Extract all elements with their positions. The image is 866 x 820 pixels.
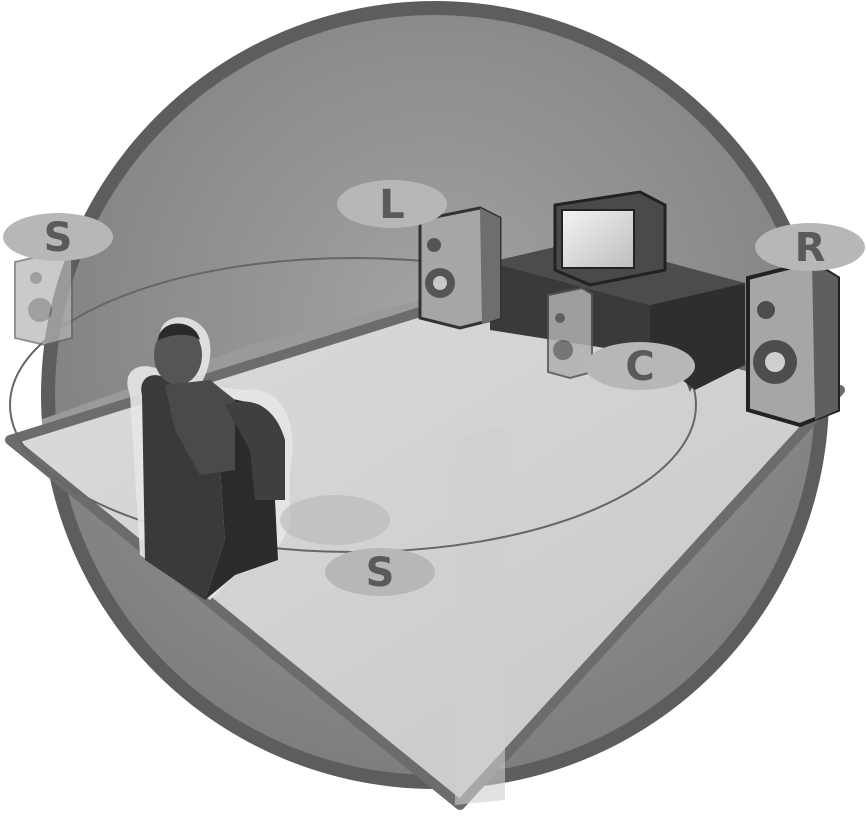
rear-speaker-shadow <box>280 495 390 545</box>
label-left-front-text: L <box>379 182 405 228</box>
label-left-front: L <box>337 180 447 228</box>
label-surround-left: S <box>3 213 113 261</box>
label-surround-rear-text: S <box>366 550 395 596</box>
label-surround-left-text: S <box>44 215 73 261</box>
television-icon <box>555 192 665 285</box>
speaker-icon <box>748 262 838 425</box>
label-surround-rear: S <box>325 548 435 596</box>
speaker-icon <box>420 208 500 328</box>
label-right-front: R <box>755 223 865 271</box>
label-center-text: C <box>625 344 654 390</box>
speaker-icon <box>15 252 72 345</box>
label-right-front-text: R <box>795 225 826 271</box>
corner-post <box>455 425 505 805</box>
label-center: C <box>585 342 695 390</box>
